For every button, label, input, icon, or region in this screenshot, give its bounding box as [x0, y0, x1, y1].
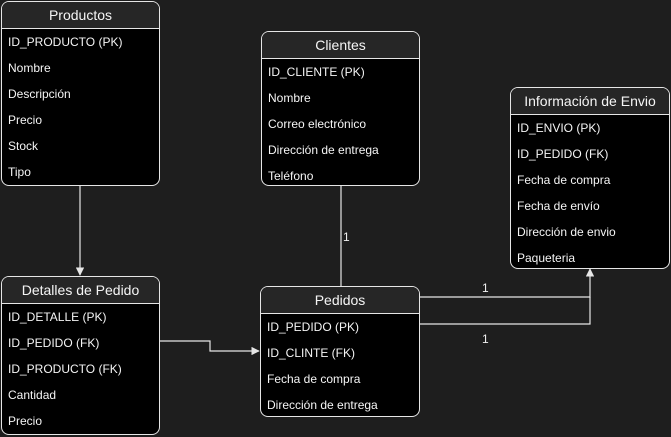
- field-telefono: Teléfono: [268, 169, 314, 183]
- field-direccion-entrega: Dirección de entrega: [267, 398, 378, 412]
- field-fecha-envio: Fecha de envío: [517, 199, 600, 213]
- field-correo: Correo electrónico: [268, 117, 367, 131]
- entity-detalles-title: Detalles de Pedido: [2, 277, 159, 304]
- edge-pedidos-envio-bottom: [420, 297, 591, 325]
- field-nombre: Nombre: [8, 61, 51, 75]
- field-id-cliente: ID_CLINTE (FK): [267, 346, 356, 360]
- edge-pedidos-envio-top: [420, 268, 595, 298]
- field-descripcion: Descripción: [8, 87, 71, 101]
- label-pedidos-envio-top: 1: [482, 281, 489, 295]
- field-stock: Stock: [8, 139, 39, 153]
- entity-envio-title: Información de Envio: [511, 88, 669, 115]
- entity-pedidos-title: Pedidos: [261, 287, 419, 314]
- field-id-producto: ID_PRODUCTO (FK): [8, 362, 122, 376]
- field-id-cliente: ID_CLIENTE (PK): [268, 65, 365, 79]
- field-id-detalle: ID_DETALLE (PK): [8, 310, 107, 324]
- entity-pedidos[interactable]: Pedidos ID_PEDIDO (PK) ID_CLINTE (FK) Fe…: [260, 286, 420, 417]
- field-paqueteria: Paqueteria: [517, 251, 576, 265]
- label-clientes-pedidos: 1: [343, 230, 350, 244]
- entity-productos-title: Productos: [2, 2, 159, 29]
- field-tipo: Tipo: [8, 165, 31, 179]
- field-precio: Precio: [8, 113, 43, 127]
- field-id-pedido: ID_PEDIDO (FK): [8, 336, 100, 350]
- field-fecha-compra: Fecha de compra: [517, 173, 611, 187]
- entity-clientes[interactable]: Clientes ID_CLIENTE (PK) Nombre Correo e…: [261, 31, 420, 186]
- field-id-producto: ID_PRODUCTO (PK): [8, 35, 123, 49]
- edge-detalles-pedidos: [160, 340, 260, 356]
- entity-clientes-title: Clientes: [262, 32, 419, 59]
- field-precio: Precio: [8, 414, 43, 428]
- field-cantidad: Cantidad: [8, 388, 57, 402]
- entity-informacion-envio[interactable]: Información de Envio ID_ENVIO (PK) ID_PE…: [510, 87, 670, 269]
- field-id-pedido: ID_PEDIDO (FK): [517, 147, 609, 161]
- field-id-pedido: ID_PEDIDO (PK): [267, 320, 360, 334]
- entity-productos[interactable]: Productos ID_PRODUCTO (PK) Nombre Descri…: [1, 1, 160, 186]
- field-nombre: Nombre: [268, 91, 311, 105]
- field-direccion-envio: Dirección de envio: [517, 225, 616, 239]
- entity-detalles-pedido[interactable]: Detalles de Pedido ID_DETALLE (PK) ID_PE…: [1, 276, 160, 435]
- field-fecha-compra: Fecha de compra: [267, 372, 361, 386]
- label-pedidos-envio-bottom: 1: [482, 332, 489, 346]
- field-direccion-entrega: Dirección de entrega: [268, 143, 379, 157]
- field-id-envio: ID_ENVIO (PK): [517, 121, 601, 135]
